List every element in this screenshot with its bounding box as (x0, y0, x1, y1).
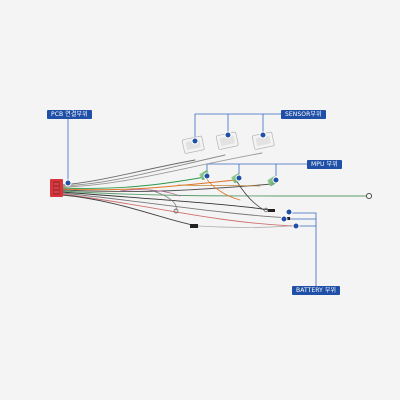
sensor-marker (191, 137, 199, 145)
sensor-marker (259, 131, 267, 139)
pcb-callout-label: PCB 연결부위 (47, 110, 92, 119)
ring-terminal (263, 207, 269, 213)
wire (61, 194, 199, 227)
pcb-marker (64, 179, 72, 187)
wire (61, 193, 294, 227)
battery-terminal (190, 224, 198, 228)
sensor-connector (215, 131, 239, 150)
sensor-connector (251, 131, 275, 150)
mpu-leader-line (206, 163, 307, 176)
wire-bundle (61, 152, 367, 228)
battery-leader-line (290, 212, 317, 286)
sensor-connectors (181, 131, 275, 154)
mpu-marker (203, 172, 211, 180)
callout-markers (64, 131, 300, 230)
ring-terminal (173, 208, 179, 214)
battery-marker (280, 215, 288, 223)
wire (197, 225, 291, 228)
wire (61, 192, 291, 219)
battery-marker (292, 222, 300, 230)
mpu-marker (272, 176, 280, 184)
wire (149, 189, 177, 211)
sensor-callout-label: SENSOR부위 (281, 110, 326, 119)
sensor-marker (224, 131, 232, 139)
battery-callout-label: BATTERY 부위 (292, 286, 341, 295)
mpu-marker (235, 174, 243, 182)
wire (61, 190, 367, 197)
sensor-leader-line (194, 113, 281, 140)
battery-terminals (173, 192, 373, 228)
ring-terminal (365, 192, 373, 200)
wire (61, 176, 206, 189)
wire (61, 152, 263, 188)
wire (119, 189, 181, 197)
wire (61, 191, 271, 211)
wire (177, 184, 261, 187)
mpu-callout-label: MPU 부위 (307, 160, 342, 169)
wire (235, 179, 265, 211)
battery-marker (285, 208, 293, 216)
wire (61, 154, 226, 187)
wire (61, 159, 196, 186)
pcb-connector (50, 179, 63, 197)
wire (61, 179, 237, 191)
battery-terminal (268, 209, 275, 212)
